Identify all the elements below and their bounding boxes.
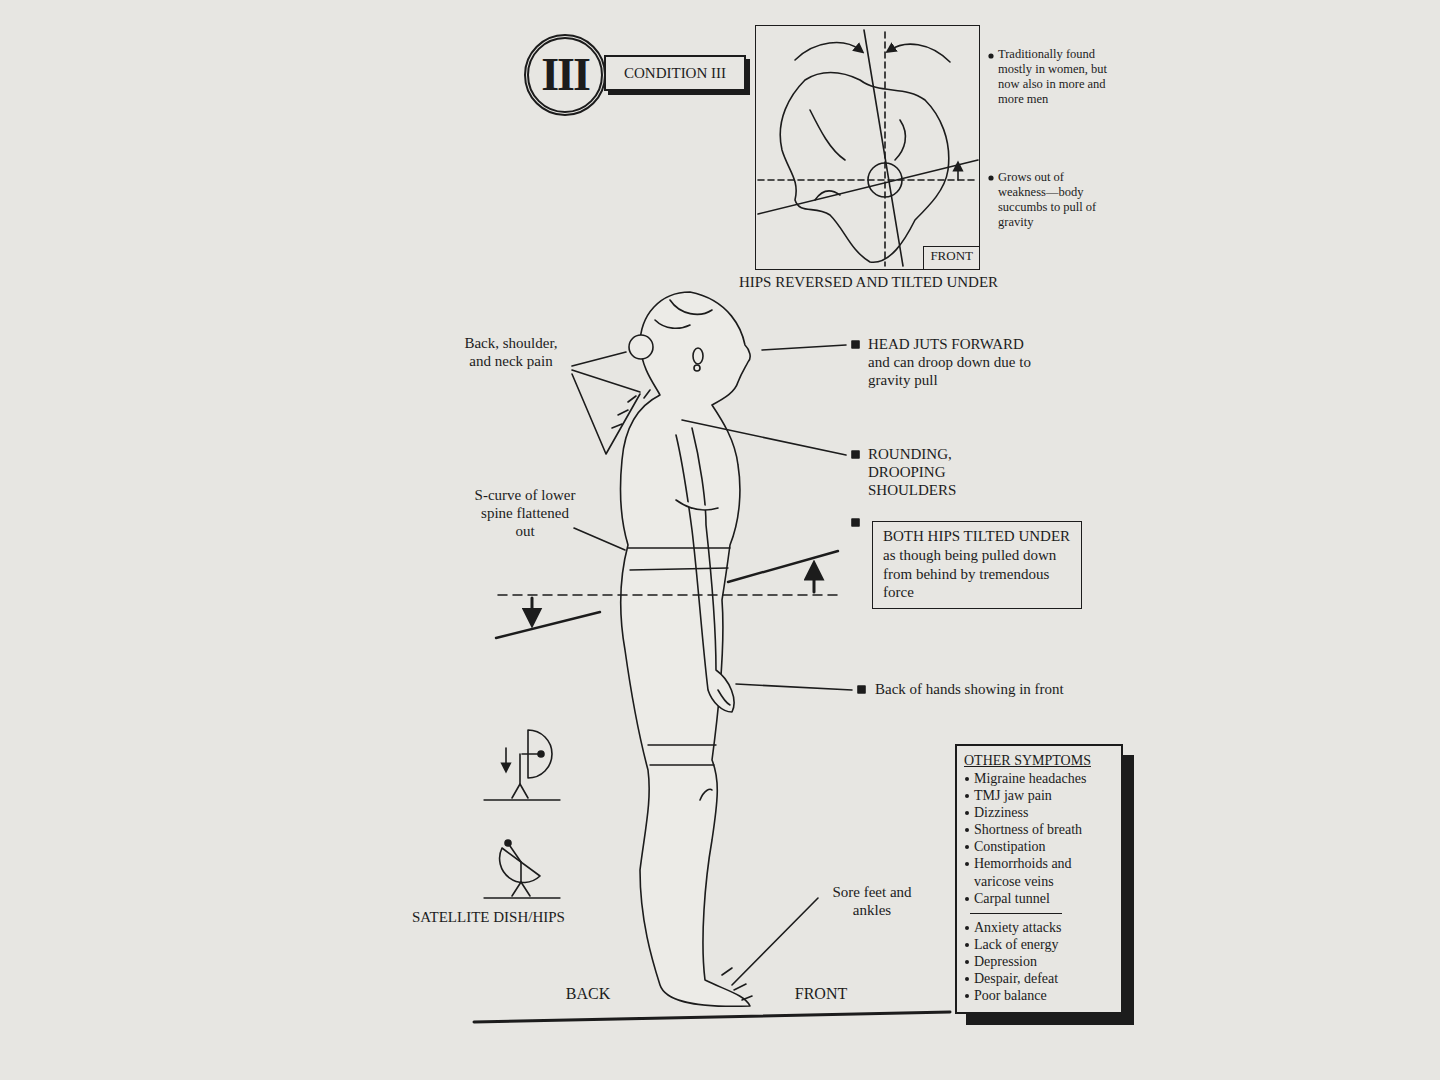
direction-label-holder: BACK: [556, 984, 620, 1003]
woman-figure: [620, 292, 750, 1006]
side-note-holder: Traditionally found mostly in women, but…: [998, 47, 1110, 107]
spine-label-holder: S-curve of lower spine flattened out: [470, 486, 580, 540]
list-item: Carpal tunnel: [964, 890, 1113, 907]
pain-label: Sore feet and ankles: [822, 883, 922, 919]
symptoms-box: OTHER SYMPTOMSMigraine headachesTMJ jaw …: [955, 744, 1123, 1014]
list-item: Shortness of breath: [964, 821, 1113, 838]
list-item: Hemorrhoids and varicose veins: [964, 855, 1113, 889]
list-item: TMJ jaw pain: [964, 787, 1113, 804]
box-heading: HIPS REVERSED AND TILTED UNDER: [731, 273, 1006, 292]
posture-note-holder: HEAD JUTS FORWARD and can droop down due…: [868, 335, 1046, 389]
side-note-holder: Grows out of weakness—body succumbs to p…: [998, 170, 1110, 230]
note-box: BOTH HIPS TILTED UNDERas though being pu…: [872, 521, 1082, 609]
direction-label: FRONT: [782, 984, 860, 1003]
posture-note: ROUNDING, DROOPING SHOULDERS: [868, 445, 1008, 499]
figure-caption: SATELLITE DISH/HIPS: [412, 908, 640, 926]
pain-label: Back, shoulder, and neck pain: [452, 334, 570, 370]
pelvis-drawing: [758, 30, 978, 266]
posture-note-holder: Back of hands showing in front: [875, 680, 1075, 698]
list-item: Despair, defeat: [964, 970, 1113, 987]
pain-label-holder: Back, shoulder, and neck pain: [452, 334, 570, 370]
side-note: Grows out of weakness—body succumbs to p…: [998, 170, 1110, 230]
posture-note: Back of hands showing in front: [875, 680, 1075, 698]
box-heading: CONDITION III: [624, 65, 726, 82]
front-tag: FRONT: [923, 246, 980, 270]
list-item: Dizziness: [964, 804, 1113, 821]
list-item: Constipation: [964, 838, 1113, 855]
direction-label: BACK: [556, 984, 620, 1003]
box-heading: FRONT: [930, 248, 973, 264]
condition-box: CONDITION III: [604, 55, 746, 91]
pain-label-holder: Sore feet and ankles: [822, 883, 922, 919]
pelvis-inset-box: HIPS REVERSED AND TILTED UNDERFRONT: [755, 25, 980, 270]
posture-note-holder: ROUNDING, DROOPING SHOULDERS: [868, 445, 1008, 499]
divider-line: [970, 913, 1062, 914]
list-item: Migraine headaches: [964, 770, 1113, 787]
box-heading: III: [541, 52, 589, 98]
figure-caption-holder: SATELLITE DISH/HIPS: [412, 908, 640, 926]
satellite-dish-icon: [484, 730, 560, 898]
list-item: Lack of energy: [964, 936, 1113, 953]
direction-label-holder: FRONT: [782, 984, 860, 1003]
box-body: as though being pulled down from behind …: [883, 546, 1071, 602]
box-heading: BOTH HIPS TILTED UNDER: [883, 527, 1071, 546]
side-note: Traditionally found mostly in women, but…: [998, 47, 1110, 107]
spine-label: S-curve of lower spine flattened out: [470, 486, 580, 540]
numeral-circle: III: [524, 34, 606, 116]
list-item: Anxiety attacks: [964, 919, 1113, 936]
list-item: Depression: [964, 953, 1113, 970]
list-heading: OTHER SYMPTOMS: [964, 752, 1113, 769]
posture-note: HEAD JUTS FORWARD and can droop down due…: [868, 335, 1046, 389]
list-item: Poor balance: [964, 987, 1113, 1004]
